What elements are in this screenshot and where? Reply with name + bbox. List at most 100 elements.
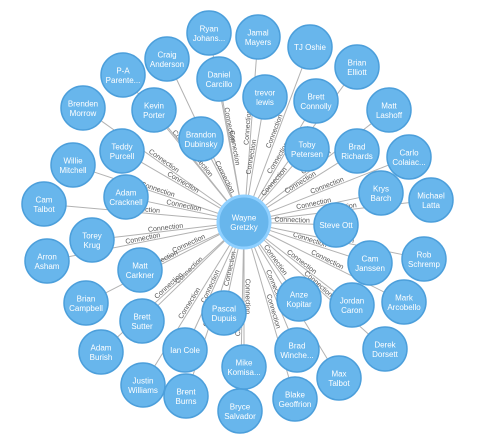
node-circle[interactable] [276, 276, 322, 322]
node-circle[interactable] [334, 128, 380, 174]
node-circle[interactable] [401, 236, 447, 282]
node-circle[interactable] [366, 87, 412, 133]
node-circle[interactable] [196, 56, 242, 102]
node-circle[interactable] [21, 181, 67, 227]
node-circle[interactable] [386, 134, 432, 180]
node-label: Latta [422, 201, 440, 210]
node-circle[interactable] [358, 170, 404, 216]
node-circle[interactable] [284, 126, 330, 172]
person-node[interactable]: RyanJohans... [186, 10, 232, 56]
node-circle[interactable] [24, 238, 70, 284]
node-circle[interactable] [242, 74, 288, 120]
node-label: Campbell [69, 304, 103, 313]
person-node[interactable]: CarloColaiac... [386, 134, 432, 180]
node-circle[interactable] [103, 174, 149, 220]
node-label: Brian [348, 58, 367, 67]
person-node[interactable]: MikeKomisa... [221, 344, 267, 390]
node-circle[interactable] [78, 329, 124, 375]
node-circle[interactable] [120, 362, 166, 408]
node-circle[interactable] [313, 202, 359, 248]
node-circle[interactable] [162, 327, 208, 373]
node-circle[interactable] [381, 279, 427, 325]
node-circle[interactable] [60, 85, 106, 131]
node-circle[interactable] [144, 36, 190, 82]
node-circle[interactable] [69, 217, 115, 263]
connection-edge [140, 161, 222, 210]
node-circle[interactable] [178, 116, 224, 162]
node-circle[interactable] [201, 290, 247, 336]
node-circle[interactable] [362, 326, 408, 372]
node-circle[interactable] [274, 327, 320, 373]
node-circle[interactable] [408, 177, 454, 223]
node-circle[interactable] [329, 282, 375, 328]
person-node[interactable]: P-AParente... [100, 52, 146, 98]
connection-edge [258, 242, 287, 282]
node-circle[interactable] [50, 142, 96, 188]
node-label: Talbot [328, 379, 350, 388]
node-circle[interactable] [293, 78, 339, 124]
person-node[interactable]: Steve Ott [313, 202, 359, 248]
node-circle[interactable] [316, 355, 362, 401]
node-circle[interactable] [347, 240, 393, 286]
node-label: Brian [77, 294, 96, 303]
node-label: Max [331, 369, 346, 378]
node-circle[interactable] [163, 373, 209, 419]
person-node[interactable]: TJ Oshie [287, 24, 333, 70]
node-circle[interactable] [119, 298, 165, 344]
node-circle[interactable] [117, 247, 163, 293]
node-circle[interactable] [287, 24, 333, 70]
node-circle[interactable] [217, 388, 263, 434]
node-circle[interactable] [63, 280, 109, 326]
node-circle[interactable] [100, 52, 146, 98]
node-circle[interactable] [272, 376, 318, 422]
person-node[interactable]: BradWinche... [274, 327, 320, 373]
node-circle[interactable] [131, 87, 177, 133]
connection-edge [157, 239, 226, 307]
node-label: Barch [371, 194, 392, 203]
node-circle[interactable] [99, 128, 145, 174]
center-node-circle[interactable] [216, 194, 272, 250]
node-label: Kevin [144, 101, 164, 110]
node-circle[interactable] [235, 14, 281, 60]
node-circle[interactable] [334, 44, 380, 90]
node-circle[interactable] [186, 10, 232, 56]
person-node[interactable]: Ian Cole [162, 327, 208, 373]
